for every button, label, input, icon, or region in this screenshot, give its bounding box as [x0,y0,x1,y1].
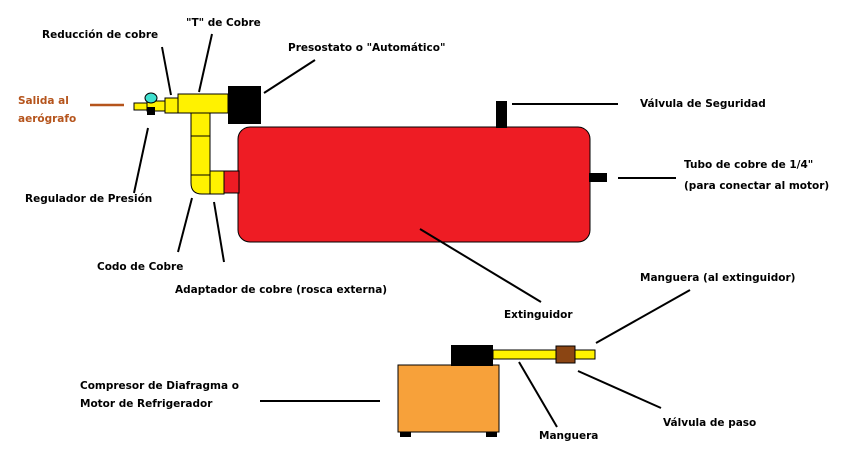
regulator-stem [147,107,155,115]
copper-tee [177,93,229,114]
label-hose-extinguisher: Manguera (al extinguidor) [640,272,796,284]
label-shutoff-valve: Válvula de paso [663,417,757,429]
label-copper-tube-2: (para conectar al motor) [684,180,830,192]
label-copper-reduction: Reducción de cobre [42,29,159,41]
copper-elbow [190,170,225,195]
label-hose: Manguera [539,430,599,442]
compressor-foot-right [486,432,497,437]
label-compressor-2: Motor de Refrigerador [80,398,213,410]
vertical-pipe [190,112,211,176]
label-airbrush-outlet-1: Salida al [18,95,69,107]
label-safety-valve: Válvula de Seguridad [640,98,766,110]
copper-tube-outlet [589,173,607,182]
shutoff-valve [555,345,576,364]
pressure-switch [228,86,261,124]
regulator-knob [144,92,158,104]
safety-valve [496,101,507,128]
label-pressure-regulator: Regulador de Presión [25,193,153,205]
label-copper-tee: "T" de Cobre [186,17,261,29]
label-pressure-switch: Presostato o "Automático" [288,42,446,54]
label-copper-adapter: Adaptador de cobre (rosca externa) [175,284,388,296]
copper-adapter [223,170,240,194]
airbrush-outlet [133,102,148,111]
label-compressor-1: Compresor de Diafragma o [80,380,239,392]
label-copper-tube-1: Tubo de cobre de 1/4" [684,159,814,171]
compressor-body [397,364,500,433]
hose [492,349,596,360]
label-copper-elbow: Codo de Cobre [97,261,184,273]
label-extinguisher: Extinguidor [504,309,573,321]
pointer-lines [133,33,691,428]
tank [237,126,591,243]
compressor-foot-left [400,432,411,437]
label-airbrush-outlet-2: aerógrafo [18,113,77,125]
copper-reduction [164,97,179,114]
compressor-head [451,345,493,366]
